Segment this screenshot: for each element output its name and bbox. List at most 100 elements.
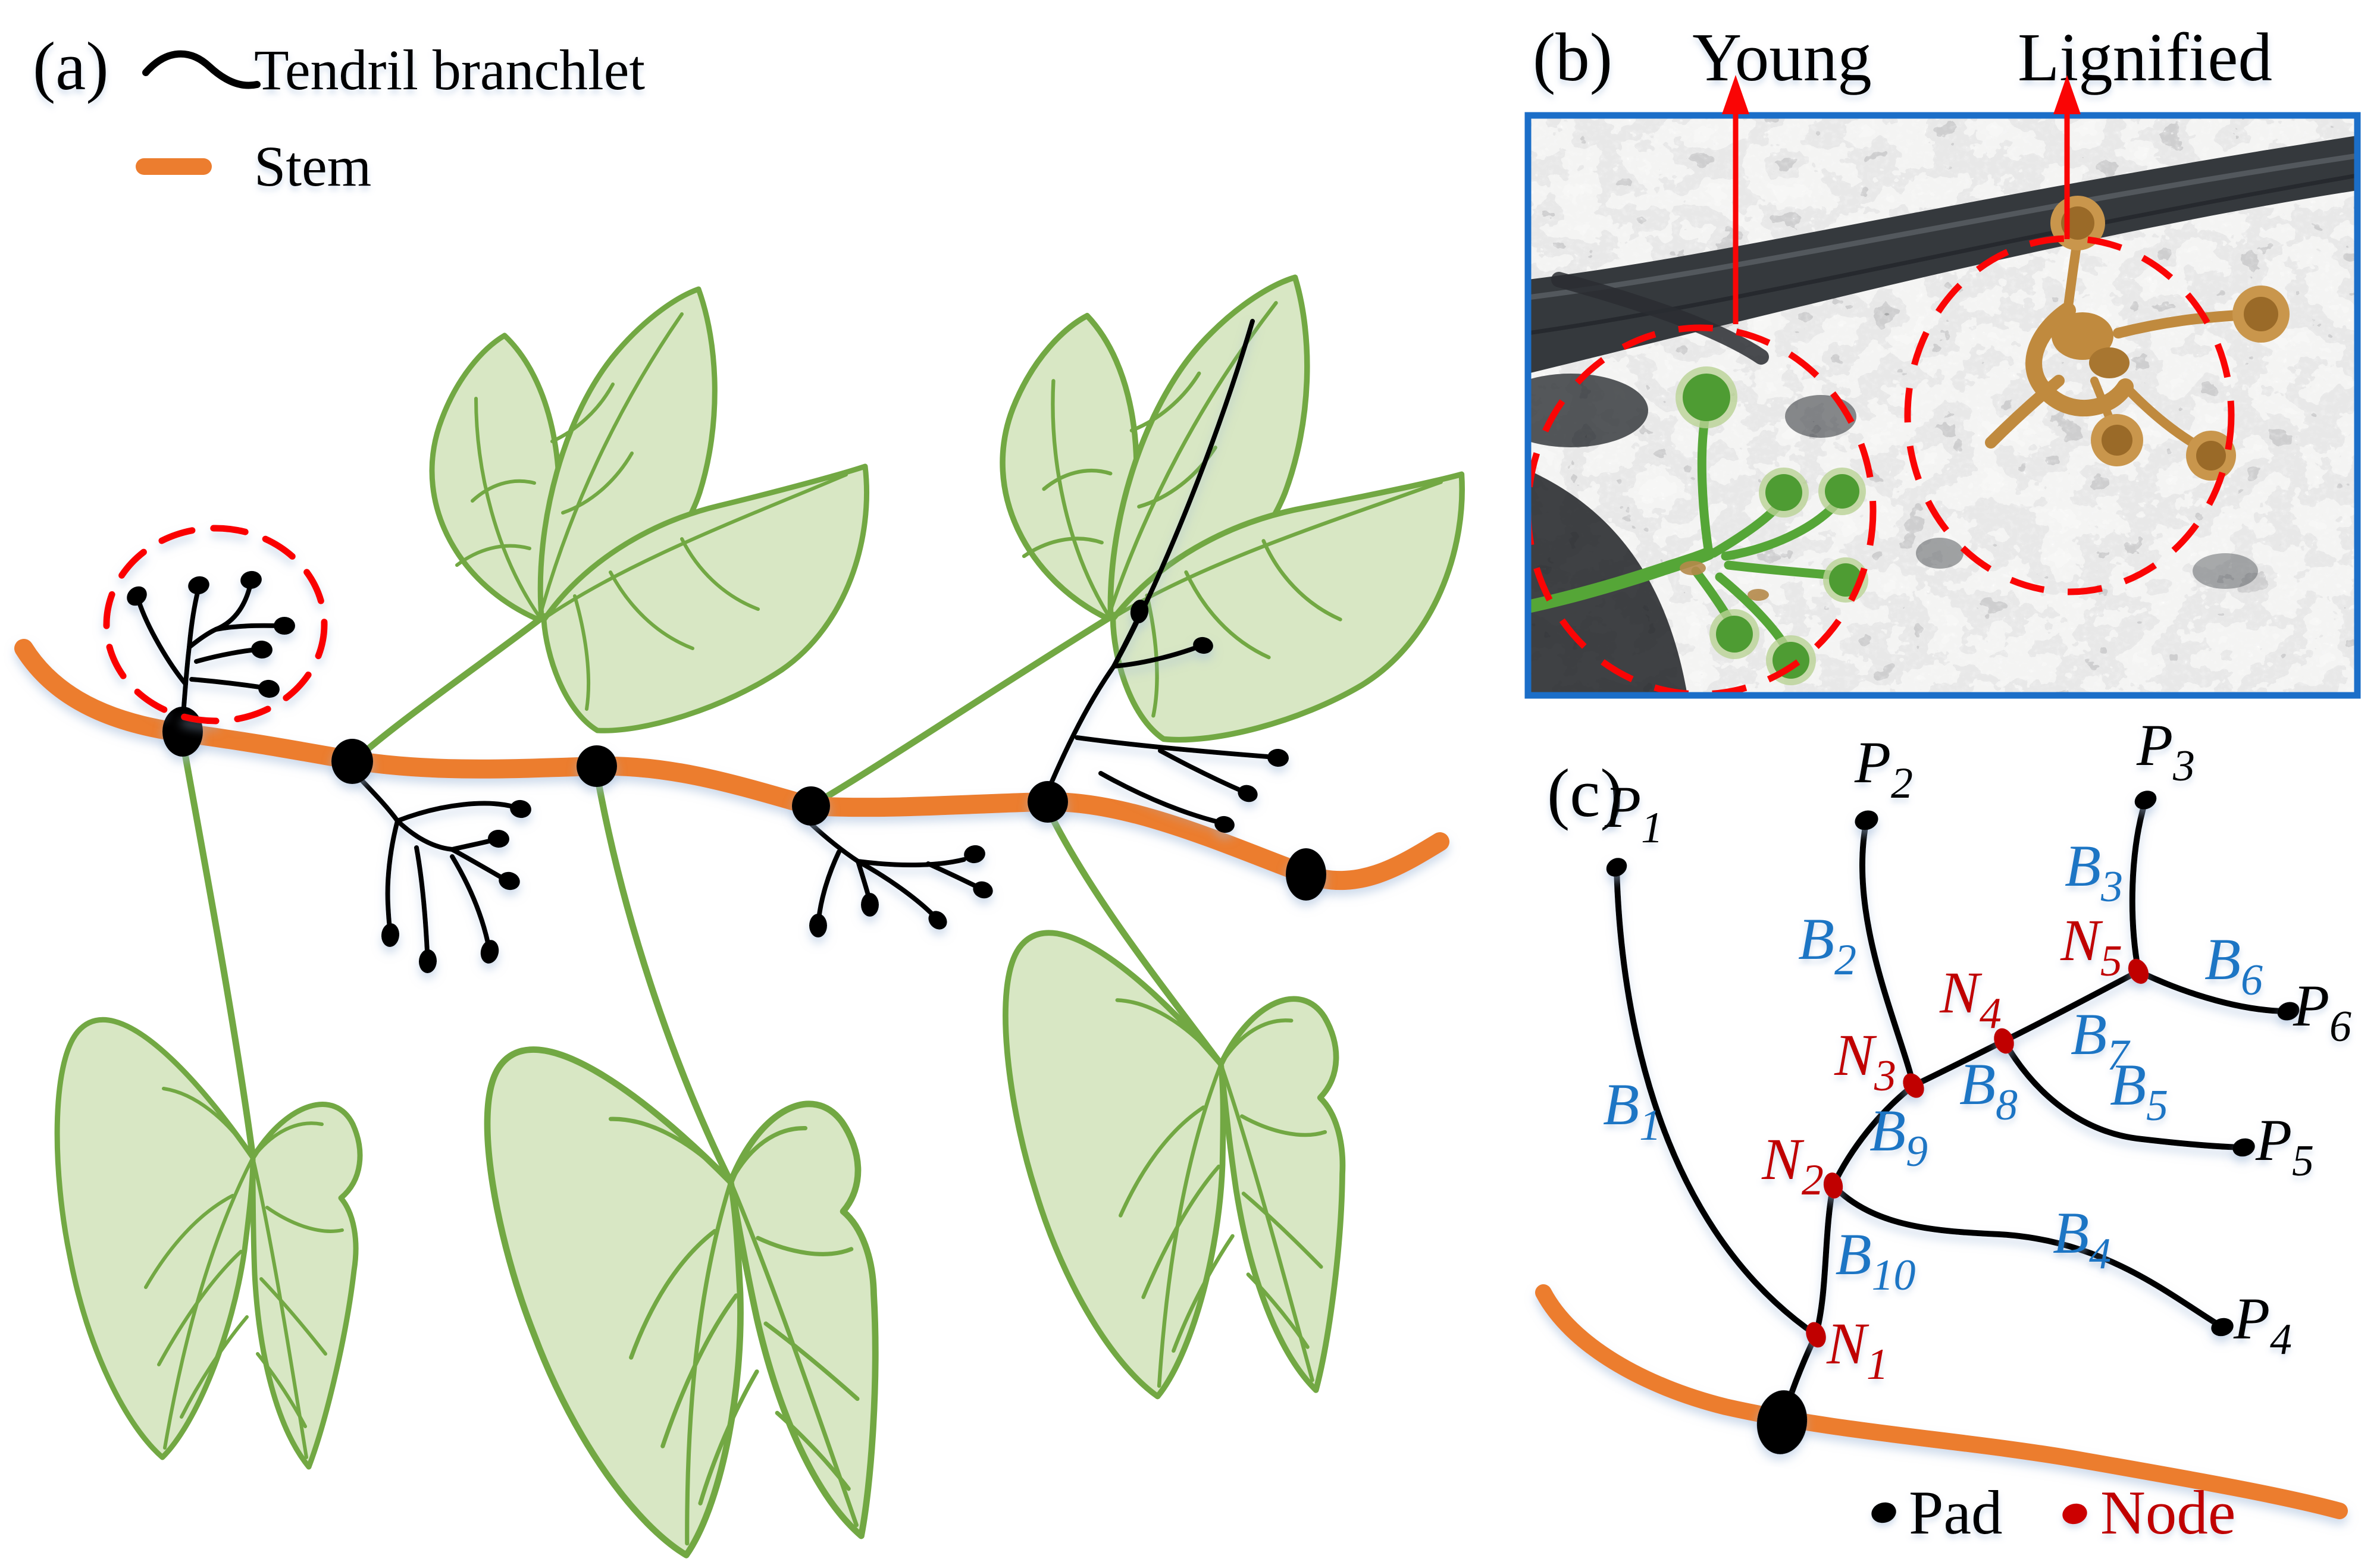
svg-text:B6: B6 <box>2204 926 2263 1005</box>
svg-text:P5: P5 <box>2255 1107 2314 1186</box>
legend-stem-label: Stem <box>254 134 371 198</box>
svg-text:B10: B10 <box>1835 1221 1915 1300</box>
legend-pad-label: Pad <box>1909 1478 2003 1547</box>
pad-P6 <box>2277 1002 2300 1021</box>
legend-pad-dot <box>1871 1502 1896 1523</box>
node-N2 <box>1823 1172 1843 1199</box>
branch-B4 <box>1830 1183 2225 1330</box>
branch-B7 <box>2001 968 2141 1044</box>
svg-text:B1: B1 <box>1603 1071 1661 1150</box>
panel-c-tag: (c) <box>1547 755 1623 831</box>
junction-pad <box>792 786 830 826</box>
petiole-3 <box>593 770 734 1186</box>
legend-stem-swatch <box>136 158 212 175</box>
c-legend: Pad Node <box>1871 1478 2235 1547</box>
petiole-2 <box>349 616 543 766</box>
junction-pad <box>1286 848 1326 901</box>
stem-path <box>14 639 1449 890</box>
tendril-cluster-2 <box>350 768 531 973</box>
leaf-bottom-3 <box>995 904 1371 1419</box>
node-N5 <box>2128 958 2149 984</box>
panel-b-tag: (b) <box>1533 20 1612 95</box>
tendril-cluster-3 <box>809 821 993 937</box>
legend-tendril-label: Tendril branchlet <box>254 38 645 102</box>
branch-B8 <box>1911 1038 2007 1089</box>
svg-text:B2: B2 <box>1798 906 1856 984</box>
branch-B3 <box>2129 797 2149 974</box>
c-branches <box>1614 797 2291 1425</box>
c-labels: P1 P2 P3 P4 P5 P6 N1 N2 N3 N4 N5 B1 B2 B… <box>1603 712 2351 1389</box>
svg-text:N2: N2 <box>1761 1126 1824 1205</box>
junction-pad <box>1028 781 1068 823</box>
panel-a: (a) Tendril branchlet Stem <box>14 29 1473 1568</box>
branch-B2 <box>1859 817 1916 1089</box>
panel-b: (b) Young Lignified <box>1524 20 2361 699</box>
svg-text:N4: N4 <box>1939 959 2002 1038</box>
branch-B1 <box>1614 864 1819 1338</box>
panel-c: (c) <box>1535 712 2351 1547</box>
photo <box>1528 115 2357 695</box>
pad-P2 <box>1855 810 1878 830</box>
branch-B6 <box>2135 968 2291 1014</box>
lignified-tendril <box>1985 196 2290 481</box>
c-stem-pad <box>1756 1390 1808 1454</box>
junction-pad <box>331 739 373 784</box>
svg-text:P6: P6 <box>2293 973 2351 1051</box>
branch-B10 <box>1813 1183 1836 1338</box>
leaf-bottom-2 <box>471 997 922 1568</box>
svg-text:N1: N1 <box>1826 1310 1889 1389</box>
svg-text:B8: B8 <box>1959 1051 2018 1130</box>
branch-B9 <box>1830 1083 1916 1188</box>
svg-text:P4: P4 <box>2233 1285 2292 1364</box>
svg-text:B9: B9 <box>1869 1097 1928 1176</box>
pad-P3 <box>2134 791 2157 810</box>
svg-text:P1: P1 <box>1604 774 1663 852</box>
tendril-cluster-4 <box>1045 319 1289 833</box>
svg-text:P3: P3 <box>2136 712 2195 791</box>
red-dashed-circle <box>103 525 328 725</box>
legend-node-dot <box>2062 1503 2087 1525</box>
panel-a-tag: (a) <box>33 29 109 104</box>
petiole-5 <box>1044 805 1225 1068</box>
petiole-4 <box>807 615 1111 810</box>
junction-pad <box>577 745 617 787</box>
petioles <box>179 615 1225 1186</box>
tendril-pads-2 <box>381 799 531 973</box>
young-pads <box>1676 366 1868 685</box>
node-N3 <box>1903 1073 1924 1098</box>
lignified-arrowhead <box>2053 75 2081 114</box>
legend-node-label: Node <box>2100 1478 2235 1547</box>
c-pads <box>1606 791 2300 1337</box>
leaf-bottom-1 <box>57 1020 360 1467</box>
legend-tendril-swatch <box>142 50 261 89</box>
tendril-pads-4 <box>1130 600 1289 833</box>
pad-P4 <box>2211 1318 2234 1337</box>
tendril-cluster-1 <box>127 570 295 725</box>
lignified-circle <box>1904 235 2235 595</box>
svg-text:N5: N5 <box>2060 907 2122 986</box>
young-arrowhead <box>1722 75 1749 114</box>
annotation-arrows <box>1722 75 2081 324</box>
svg-text:N3: N3 <box>1834 1022 1896 1100</box>
pad-P5 <box>2232 1138 2255 1157</box>
young-circle <box>1528 324 1877 695</box>
node-N1 <box>1806 1322 1826 1348</box>
leaf-top-2 <box>988 262 1473 754</box>
tendril-pads-1 <box>127 570 295 698</box>
c-nodes <box>1806 958 2149 1348</box>
leaf-top-1 <box>432 289 866 730</box>
svg-text:B4: B4 <box>2053 1200 2111 1278</box>
lignified-label: Lignified <box>2018 20 2272 95</box>
stem-junction-pads <box>162 707 1326 901</box>
svg-text:B5: B5 <box>2110 1052 2168 1130</box>
svg-text:P2: P2 <box>1854 729 1913 808</box>
node-N4 <box>1994 1028 2014 1054</box>
petiole-1 <box>179 737 256 1161</box>
young-tendril <box>1528 366 1868 685</box>
young-label: Young <box>1692 20 1872 95</box>
tendril-pads-3 <box>809 845 993 937</box>
branch-B5 <box>2001 1038 2247 1150</box>
c-stem-path <box>1535 1284 2348 1519</box>
svg-text:B7: B7 <box>2071 1001 2131 1080</box>
